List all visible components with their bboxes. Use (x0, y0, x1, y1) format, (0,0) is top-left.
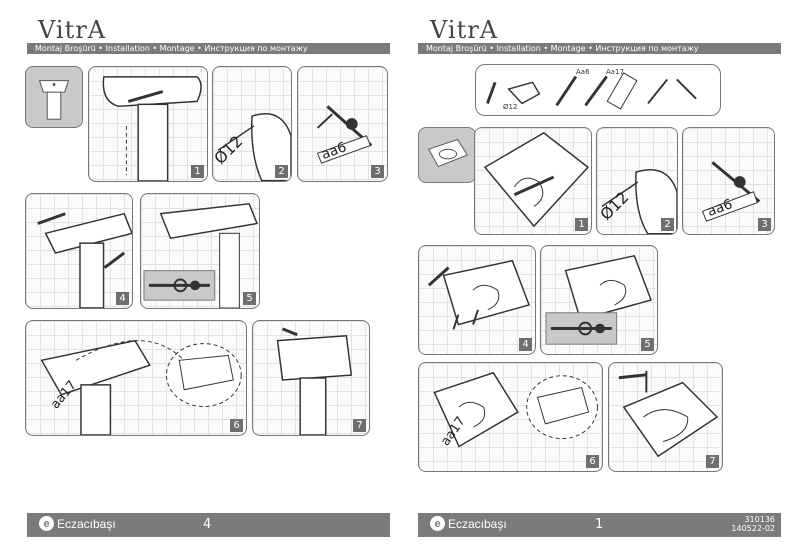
header-bar-right: Montaj Broşürü • Installation • Montage … (418, 43, 781, 54)
left-step-4-panel: 4 (25, 193, 133, 309)
left-step-7-panel: 7 (252, 320, 370, 436)
overview-thumbnail-left (25, 66, 83, 128)
tool-wrench2-label: Aa17 (606, 68, 624, 76)
step-number: 3 (371, 165, 384, 178)
right-step-6-panel: aa17 6 (418, 362, 603, 472)
step-number: 2 (661, 218, 674, 231)
right-step-4-panel: 4 (418, 245, 536, 355)
page-number-left: 4 (203, 517, 212, 532)
right-step-1-panel: 1 (474, 127, 592, 235)
left-step-2-panel: Ø12 2 (212, 66, 292, 182)
step-number: 5 (243, 292, 256, 305)
brand-logo-left: VitrA (38, 16, 107, 44)
left-step-5-panel: 5 (140, 193, 260, 309)
step-number: 5 (641, 338, 654, 351)
right-step-5-panel: 5 (540, 245, 658, 355)
step-number: 4 (519, 338, 532, 351)
drill-size-label: Ø12 (213, 132, 246, 167)
step-number: 3 (758, 218, 771, 231)
brand-mark-icon: e (39, 516, 54, 531)
wrench-aa6-label: aa6 (319, 139, 348, 163)
right-step-2-panel: Ø12 2 (596, 127, 678, 235)
overview-thumbnail-right (418, 127, 476, 183)
document-code-secondary: 140522-02 (731, 524, 775, 533)
step-number: 6 (586, 455, 599, 468)
left-step-1-panel: 1 (88, 66, 208, 182)
page-number-right: 1 (595, 517, 604, 532)
brand-mark-icon: e (430, 516, 445, 531)
document-codes: 310136 140522-02 (731, 515, 775, 533)
drill-size-label: Ø12 (597, 188, 632, 223)
step-number: 1 (575, 218, 588, 231)
tools-panel: Ø12 Aa6 Aa17 (475, 64, 721, 116)
right-step-3-panel: aa6 3 (682, 127, 775, 235)
step-number: 6 (230, 419, 243, 432)
brand-logo-right: VitrA (430, 16, 499, 44)
step-number: 2 (275, 165, 288, 178)
header-bar-left: Montaj Broşürü • Installation • Montage … (27, 43, 390, 54)
step-number: 7 (353, 419, 366, 432)
document-code-primary: 310136 (744, 515, 775, 524)
tool-wrench1-label: Aa6 (576, 68, 590, 76)
right-step-7-panel: 7 (608, 362, 723, 472)
wrench-aa6-label: aa6 (705, 196, 734, 220)
left-step-6-panel: aa17 6 (25, 320, 247, 436)
left-step-3-panel: aa6 3 (297, 66, 388, 182)
step-number: 1 (191, 165, 204, 178)
step-number: 4 (116, 292, 129, 305)
step-number: 7 (706, 455, 719, 468)
tool-drill-label: Ø12 (503, 103, 518, 111)
